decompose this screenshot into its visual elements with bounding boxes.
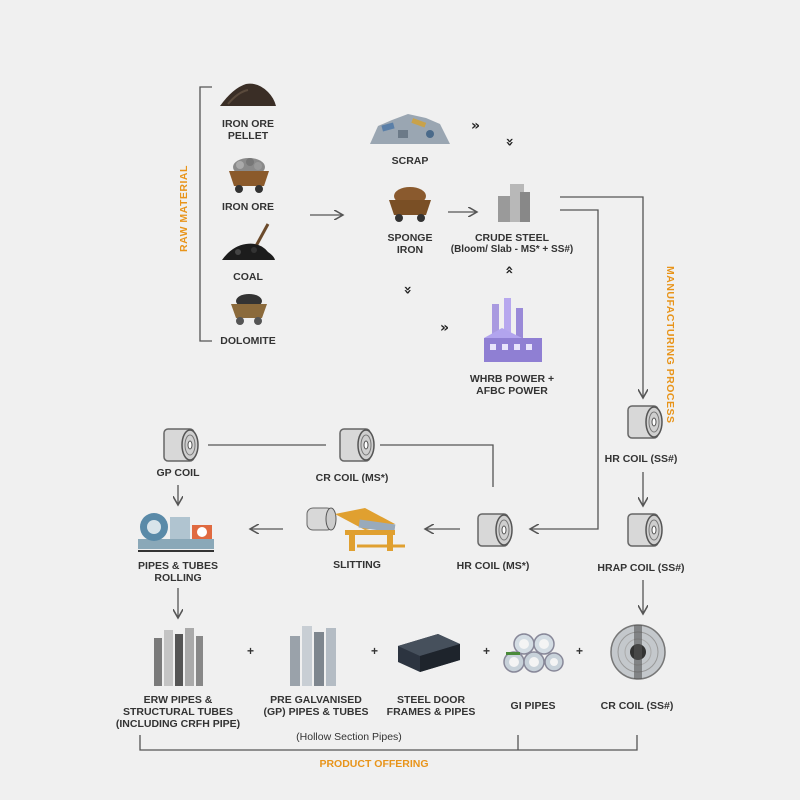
- plus-sign: +: [371, 644, 379, 658]
- gp-coil-icon: [163, 428, 199, 462]
- sponge-iron-label: SPONGE: [387, 232, 433, 244]
- cr-coil-ms-icon: [339, 428, 375, 462]
- pregalv-pipes-label: PRE GALVANISED: [270, 694, 362, 706]
- chevron-down-icon: »: [399, 285, 416, 295]
- slitting-machine-icon: [306, 507, 405, 551]
- plus-sign: +: [483, 644, 491, 658]
- product-offering-title: PRODUCT OFFERING: [319, 758, 429, 770]
- steel-door-label: FRAMES & PIPES: [386, 706, 476, 718]
- rolling-machine-icon: [138, 513, 214, 552]
- chevron-right-icon: »: [471, 118, 481, 134]
- steel-door-label: STEEL DOOR: [396, 694, 466, 706]
- erw-pipes-label: (INCLUDING CRFH PIPE): [115, 718, 241, 730]
- gi-pipes-label: GI PIPES: [510, 700, 556, 712]
- pellet-pile-icon: [220, 83, 276, 106]
- power-label: AFBC POWER: [476, 385, 548, 397]
- erw-pipes-label: STRUCTURAL TUBES: [122, 706, 234, 718]
- raw-item-label: IRON ORE: [222, 201, 274, 213]
- ore-cart-icon: [229, 158, 269, 193]
- hr-coil-ms-icon: [477, 513, 513, 547]
- gi-pipes-icon: [503, 633, 564, 673]
- raw-item-label: PELLET: [227, 130, 269, 142]
- chevron-down-icon: »: [501, 137, 518, 147]
- erw-pipes-label: ERW PIPES &: [143, 694, 213, 706]
- slitting-label: SLITTING: [333, 559, 381, 571]
- crude-steel-label: (Bloom/ Slab - MS* + SS#): [450, 244, 574, 255]
- coal-pile-icon: [222, 223, 275, 260]
- cr-coil-ss-label: CR COIL (SS#): [600, 700, 674, 712]
- steel-door-frame-icon: [398, 634, 460, 672]
- pregalv-pipes-icon: [290, 626, 336, 686]
- scrap-label: SCRAP: [391, 155, 429, 167]
- raw-material-title: RAW MATERIAL: [178, 165, 190, 252]
- pregalv-pipes-label: (GP) PIPES & TUBES: [263, 706, 369, 718]
- hrap-coil-label: HRAP COIL (SS#): [597, 562, 685, 574]
- chevron-up-icon: »: [501, 265, 518, 275]
- gp-coil-label: GP COIL: [156, 467, 200, 479]
- power-plant-icon: [484, 298, 542, 362]
- rolling-label: PIPES & TUBES: [138, 560, 218, 572]
- cr-coil-ss-icon: [610, 624, 666, 680]
- plus-sign: +: [576, 644, 584, 658]
- raw-item-label: DOLOMITE: [220, 335, 276, 347]
- chevron-right-icon: »: [440, 320, 450, 336]
- manufacturing-process-title: MANUFACTURING PROCESS: [664, 266, 676, 424]
- scrap-pile-icon: [370, 114, 450, 144]
- crude-steel-icon: [498, 184, 530, 222]
- hr-coil-ss-label: HR COIL (SS#): [604, 453, 678, 465]
- raw-item-label: COAL: [233, 271, 263, 283]
- rolling-label: ROLLING: [154, 572, 202, 584]
- power-label: WHRB POWER +: [469, 373, 555, 385]
- sponge-iron-label: IRON: [396, 244, 424, 256]
- hrap-coil-icon: [627, 513, 663, 547]
- sponge-iron-cart-icon: [389, 187, 431, 222]
- raw-item-label: IRON ORE: [222, 118, 274, 130]
- plus-sign: +: [247, 644, 255, 658]
- hr-coil-ms-label: HR COIL (MS*): [456, 560, 530, 572]
- hollow-section-label: (Hollow Section Pipes): [296, 731, 402, 743]
- crude-steel-label: CRUDE STEEL: [474, 232, 550, 244]
- erw-pipes-icon: [154, 628, 203, 686]
- dolomite-cart-icon: [231, 294, 267, 325]
- cr-coil-ms-label: CR COIL (MS*): [315, 472, 389, 484]
- hr-coil-ss-icon: [627, 405, 663, 439]
